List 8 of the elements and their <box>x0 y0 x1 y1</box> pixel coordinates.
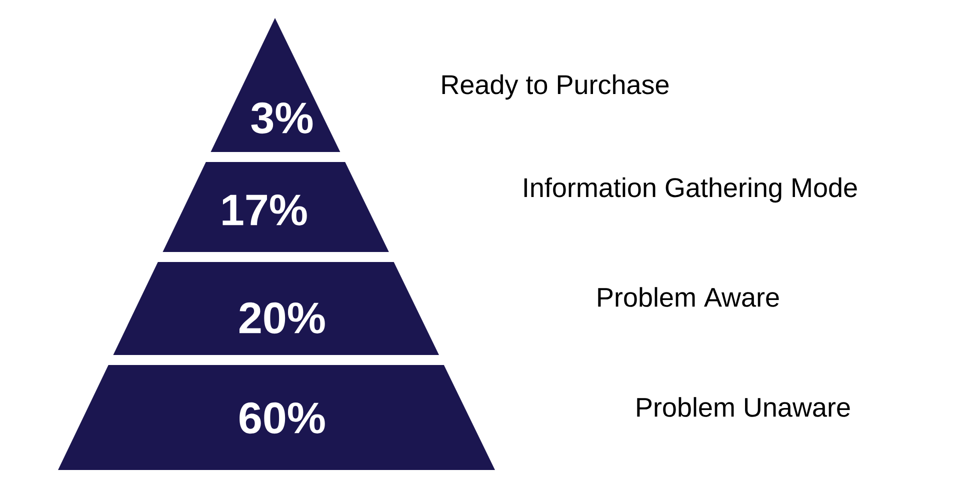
pyramid-band: 60% <box>58 365 495 470</box>
tier-label: Problem Unaware <box>637 397 850 417</box>
pyramid-band: 3% <box>210 18 340 152</box>
pyramid-band: 20% <box>113 262 439 355</box>
tier-label: Problem Aware <box>598 287 779 307</box>
tier-label: Ready to Purchase <box>442 74 669 100</box>
pyramid-band: 17% <box>162 162 389 252</box>
tier-label: Information Gathering Mode <box>524 177 857 203</box>
